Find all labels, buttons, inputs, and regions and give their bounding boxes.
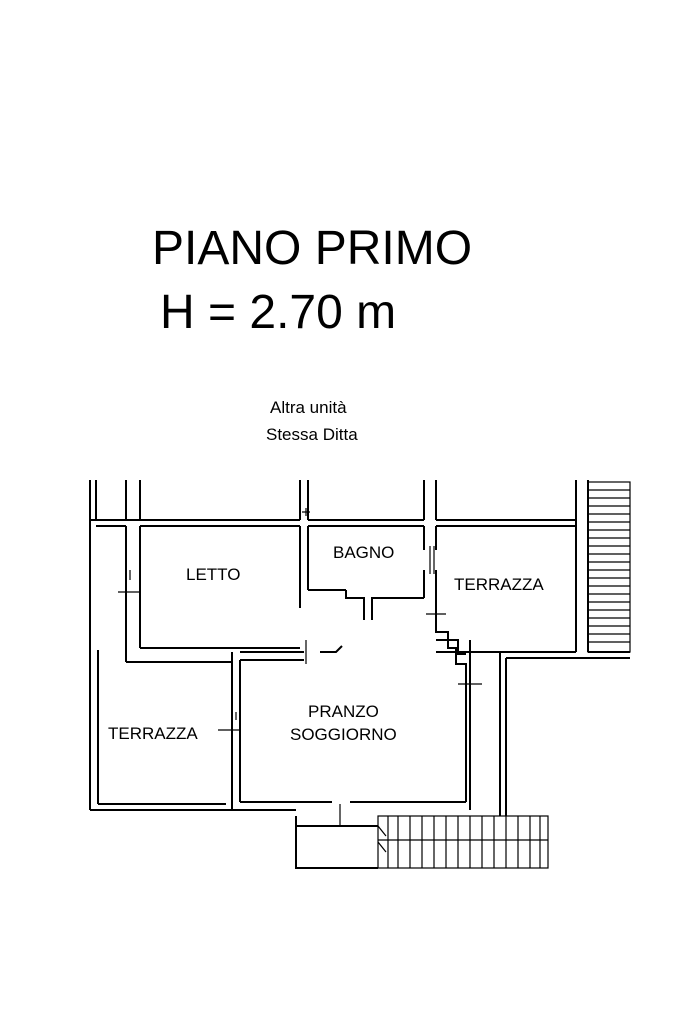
room-label-terrazza-left: TERRAZZA [108,724,198,743]
staircase-right [587,481,631,653]
ceiling-height-label: H = 2.70 m [160,286,397,339]
other-unit-note-line1: Altra unità [270,398,347,417]
door-marks [118,508,482,826]
exterior-walls [89,480,630,869]
plan-title: PIANO PRIMO [152,222,473,275]
room-label-soggiorno: SOGGIORNO [290,725,397,744]
room-label-terrazza-right: TERRAZZA [454,575,544,594]
staircase-bottom [377,815,549,869]
room-label-bagno: BAGNO [333,543,394,562]
room-label-pranzo: PRANZO [308,702,379,721]
other-unit-note-line2: Stessa Ditta [266,425,358,444]
room-label-letto: LETTO [186,565,240,584]
